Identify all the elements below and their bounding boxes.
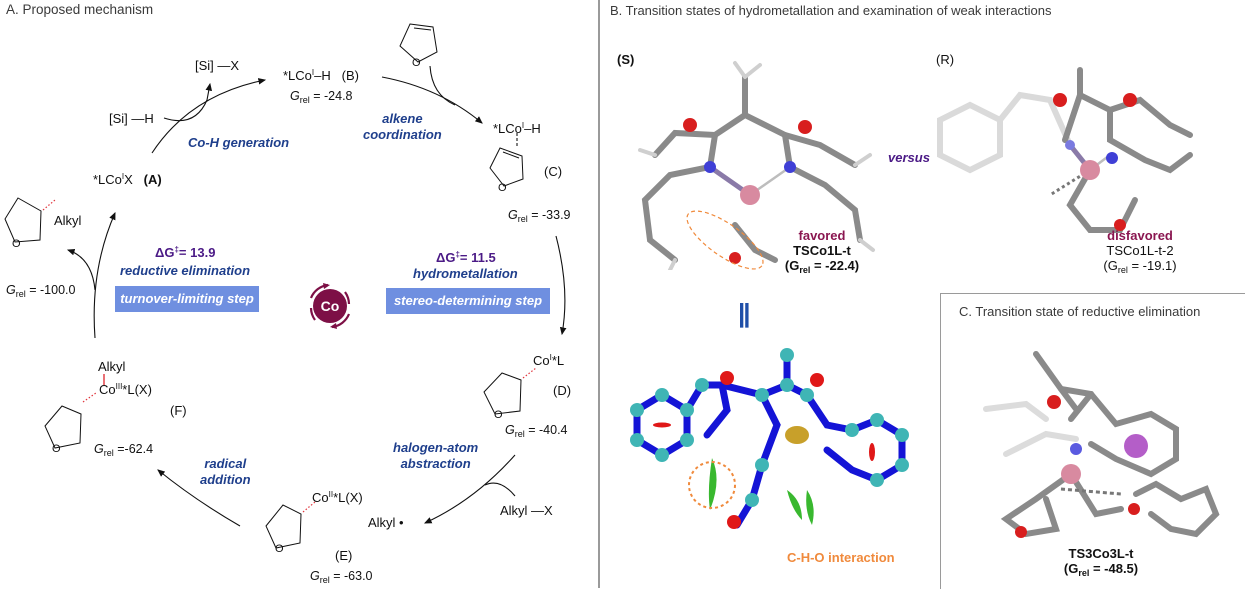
- grel-product: Grel = -100.0: [6, 283, 76, 299]
- species-a: *LCoIX (A): [93, 172, 162, 187]
- step-coh-generation: Co-H generation: [188, 135, 290, 150]
- ts-favored-molecule-render: [638, 61, 875, 270]
- species-b: *LCoI–H (B): [283, 68, 359, 83]
- ts-reductive-grel: (Grel = -48.5): [1063, 561, 1139, 578]
- step-hydrometallation: hydrometallation: [413, 266, 518, 281]
- dihydrofuran-c: [489, 147, 524, 187]
- species-f: CoIII*L(X): [99, 382, 152, 397]
- byproduct-si-x: [Si] —X: [195, 58, 240, 73]
- species-e-label: (E): [335, 548, 353, 563]
- config-s-label: (S): [617, 52, 635, 67]
- barrier-hydrometallation: ΔG‡= 11.5: [436, 250, 496, 265]
- thf-ring-d: [483, 372, 522, 415]
- alkyl-radical: Alkyl •: [368, 515, 404, 530]
- ts-favored-name: TSCo1L-t: [793, 243, 851, 258]
- ts-reductive-elimination-molecule-render: [983, 351, 1220, 538]
- svg-text:O: O: [412, 57, 421, 69]
- species-d: CoI*L: [533, 353, 565, 368]
- arrow-alkyl-x-in: [484, 482, 516, 497]
- ts-favored-grel: (Grel = -22.4): [784, 258, 860, 275]
- svg-text:O: O: [498, 182, 507, 194]
- svg-text:O: O: [12, 238, 21, 250]
- grel-d: Grel = -40.4: [505, 423, 568, 439]
- species-c-label: (C): [544, 164, 563, 179]
- panel-c: C. Transition state of reductive elimina…: [940, 293, 1245, 589]
- panel-b-title: B. Transition states of hydrometallation…: [610, 3, 1052, 18]
- catalytic-cycle-arrows: O O O O O O: [4, 23, 567, 555]
- arrow-c-to-d: [555, 235, 567, 336]
- thf-ring-f: [44, 405, 82, 449]
- barrier-reductive-elimination: ΔG‡= 13.9: [155, 245, 216, 260]
- ts-reductive-name: TS3Co3L-t: [1068, 546, 1134, 561]
- panel-a-title: A. Proposed mechanism: [6, 2, 154, 17]
- species-d-label: (D): [553, 383, 572, 398]
- cobalt-cycle-icon: Co: [302, 278, 358, 334]
- grel-e: Grel = -63.0: [310, 569, 373, 585]
- ts-disfavored-grel: (Grel = -19.1): [1103, 258, 1177, 275]
- svg-text:O: O: [275, 543, 284, 555]
- species-f-alkyl: Alkyl: [98, 359, 126, 374]
- dihydrofuran-reagent: [399, 23, 438, 63]
- arrow-f-to-a: [93, 211, 116, 339]
- arrow-to-product: [66, 248, 96, 291]
- panel-c-title: C. Transition state of reductive elimina…: [959, 304, 1201, 319]
- arrow-e-to-f: [157, 469, 241, 527]
- ts-favored-status: favored: [798, 228, 846, 243]
- equals-symbol: ||: [738, 298, 750, 328]
- grel-f: Grel =-62.4: [94, 442, 154, 458]
- ts-disfavored-molecule-render: [937, 67, 1193, 233]
- ts-favored-caption: favored TSCo1L-t (Grel = -22.4): [777, 228, 867, 275]
- grel-c: Grel = -33.9: [508, 208, 571, 224]
- svg-text:O: O: [494, 409, 503, 421]
- arrow-d-to-e: [424, 454, 516, 524]
- thf-ring-product: [4, 197, 42, 243]
- arrow-si-h-to-si-x: [163, 82, 213, 122]
- thf-ring-e: [265, 504, 302, 549]
- species-e: CoII*L(X): [312, 490, 363, 505]
- svg-text:O: O: [52, 443, 61, 455]
- turnover-limiting-step-badge: turnover-limiting step: [115, 286, 259, 312]
- ts-disfavored-status: disfavored: [1107, 228, 1173, 243]
- versus-label: versus: [888, 150, 930, 165]
- cobalt-icon-label: Co: [321, 298, 340, 314]
- step-reductive-elimination: reductive elimination: [120, 263, 251, 278]
- species-c: *LCoI–H: [493, 121, 541, 136]
- ts-disfavored-name: TSCo1L-t-2: [1106, 243, 1174, 258]
- ts-reductive-caption: TS3Co3L-t (Grel = -48.5): [1046, 546, 1156, 578]
- arrow-a-to-b: [151, 78, 267, 154]
- step-alkene-coordination: alkene coordination: [363, 111, 442, 142]
- arrow-b-to-c: [381, 76, 483, 124]
- stereo-determining-step-badge: stereo-determining step: [386, 288, 550, 314]
- ts-disfavored-caption: disfavored TSCo1L-t-2 (Grel = -19.1): [1095, 228, 1185, 275]
- grel-b: Grel = -24.8: [290, 89, 353, 105]
- step-radical-addition: radical addition: [200, 456, 251, 487]
- nci-interaction-label: C-H-O interaction: [787, 550, 895, 565]
- reagent-alkyl-x: Alkyl —X: [500, 503, 553, 518]
- step-halogen-atom-abstraction: halogen-atom abstraction: [393, 440, 479, 471]
- arrow-alkene-in: [429, 65, 456, 106]
- panel-divider: [598, 0, 600, 588]
- reagent-si-h: [Si] —H: [109, 111, 154, 126]
- product-alkyl: Alkyl: [54, 213, 82, 228]
- config-r-label: (R): [936, 52, 955, 67]
- species-f-label: (F): [170, 403, 187, 418]
- nci-plot-render: [630, 348, 909, 529]
